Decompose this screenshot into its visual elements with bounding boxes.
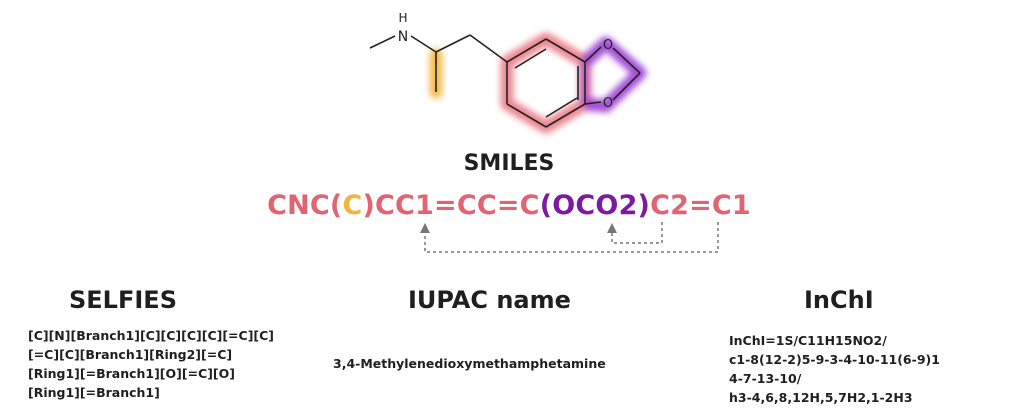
smiles-segment-1: CNC( bbox=[267, 190, 343, 221]
bonds bbox=[369, 34, 641, 128]
selfies-line: [=C][C][Branch1][Ring2][=C] bbox=[28, 347, 233, 362]
smiles-title: SMILES bbox=[463, 151, 555, 176]
inchi-line: 4-7-13-10/ bbox=[729, 371, 802, 386]
iupac-title: IUPAC name bbox=[408, 286, 571, 314]
selfies-line: [C][N][Branch1][C][C][C][C][=C][C] bbox=[28, 328, 275, 343]
selfies-line: [Ring1][=Branch1][O][=C][O] bbox=[28, 366, 235, 381]
inchi-title: InChI bbox=[804, 286, 874, 314]
smiles-string: CNC(C)CC1=CC=C(OCO2)C2=C1 bbox=[0, 190, 1018, 221]
selfies-string: [C][N][Branch1][C][C][C][C][=C][C] [=C][… bbox=[28, 326, 328, 402]
inchi-string: InChI=1S/C11H15NO2/ c1-8(12-2)5-9-3-4-10… bbox=[729, 331, 1014, 407]
hydrogen-label: H bbox=[398, 11, 407, 25]
inchi-line: c1-8(12-2)5-9-3-4-10-11(6-9)1 bbox=[729, 352, 940, 367]
smiles-segment-5: C2=C1 bbox=[650, 190, 751, 221]
ring2-closure-path bbox=[611, 222, 663, 244]
smiles-segment-4: (OCO2) bbox=[539, 190, 651, 221]
inchi-line: InChI=1S/C11H15NO2/ bbox=[729, 333, 887, 348]
oxygen-top-label: O bbox=[603, 38, 613, 53]
ring1-arrowhead bbox=[420, 223, 430, 233]
nitrogen-label: N bbox=[398, 29, 408, 45]
oxygen-bottom-label: O bbox=[603, 96, 613, 111]
smiles-segment-3: )CC1=CC=C bbox=[362, 190, 540, 221]
smiles-segment-2: C bbox=[342, 190, 363, 221]
inchi-line: h3-4,6,8,12H,5,7H2,1-2H3 bbox=[729, 390, 913, 405]
selfies-title: SELFIES bbox=[69, 286, 177, 314]
iupac-name: 3,4-Methylenedioxymethamphetamine bbox=[333, 356, 606, 371]
molecule-structure: H N O O bbox=[369, 11, 647, 134]
ring2-arrowhead bbox=[607, 223, 617, 233]
ring1-closure-path bbox=[424, 222, 719, 253]
selfies-line: [Ring1][=Branch1] bbox=[28, 385, 160, 400]
